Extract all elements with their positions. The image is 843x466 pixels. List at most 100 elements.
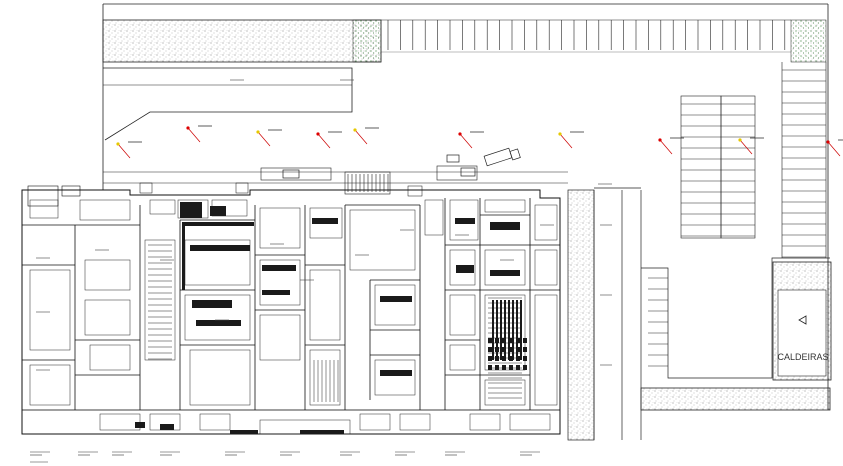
equipment-block [380,370,412,376]
marker-leader [187,127,201,143]
equipment-block [182,225,185,290]
room-outline [484,379,526,406]
equipment-block [135,422,145,428]
room-outline [309,349,341,406]
top-stipple-right [791,20,826,62]
room-outline [259,207,301,249]
service-road [103,165,568,195]
room-outline [99,413,141,431]
room-outline [374,359,416,396]
room-outline [29,269,71,351]
seat-block [516,365,520,370]
room-outline [199,413,231,431]
shelf-column [512,300,514,360]
room-outline [359,413,391,431]
shelf-column [504,300,506,360]
truck-icons [282,147,521,179]
main-building [21,182,561,435]
marker-leader [354,129,368,145]
room-outline [29,199,59,219]
equipment-block [490,222,520,230]
seat-block [495,365,499,370]
seat-block [495,356,499,361]
seat-block [509,338,513,343]
lower-parking-stalls [648,277,668,367]
seat-block [488,365,492,370]
room-outline [374,284,416,326]
marker-dot [658,138,662,142]
room-outline [79,199,131,221]
marker-leader [257,131,271,147]
seat-block [488,338,492,343]
shelf-column [500,300,502,360]
equipment-block [312,218,338,224]
top-parking-stalls [381,19,791,53]
room-outline [349,209,416,271]
caldeiras-label: CALDEIRAS [777,352,828,362]
caldeiras-room: CALDEIRAS [772,261,832,381]
seat-block [516,347,520,352]
equipment-block [455,218,475,224]
shelf-column [492,300,494,360]
equipment-block [230,430,258,434]
room-outline [424,199,444,236]
seat-block [502,365,506,370]
equipment-block [262,265,296,271]
triangle-marker-icon [798,315,807,325]
top-grass-patch-left [352,19,382,63]
seat-block [509,356,513,361]
room-outline [509,413,551,431]
equipment-block [262,290,290,295]
room-outline [29,364,71,406]
room-outline [189,349,251,406]
room-outline [449,344,476,371]
room-outline [89,344,131,371]
equipment-block [190,245,250,251]
seat-block [516,356,520,361]
equipment-block [456,265,474,273]
room-details [29,199,558,435]
shelf-column [516,300,518,360]
seat-block [523,347,527,352]
bottom-section-tags [30,451,540,463]
right-lower-stipple [640,387,831,411]
marker-dot [116,142,120,146]
marker-dot [458,132,462,136]
marker-leader [459,133,473,149]
marker-dot [738,138,742,142]
room-outline [144,239,176,361]
room-outline [184,294,251,341]
marker-dot [256,130,260,134]
marker-dot [186,126,190,130]
marker-leader [317,133,331,149]
room-outline [534,249,558,286]
seat-block [502,338,506,343]
east-road [593,187,642,440]
seat-block [523,338,527,343]
room-outline [259,314,301,361]
marker-dot [353,128,357,132]
seat-block [509,347,513,352]
seat-block [495,347,499,352]
room-outline [534,294,558,406]
equipment-block [196,320,241,326]
seat-block [502,347,506,352]
equipment-block [182,222,254,226]
equipment-block [300,430,344,434]
room-outline [484,249,526,286]
marker-leader [117,143,131,159]
room-outline [449,199,479,241]
seat-block [509,365,513,370]
equipment-block [192,300,232,308]
top-green-strip [102,19,382,63]
marker-dot [826,140,830,144]
equipment-block [210,206,226,216]
shelf-column [508,300,510,360]
interior-walls [22,198,560,410]
equipment-block [490,270,520,276]
marker-leader [827,141,841,157]
room-outline [309,207,343,239]
room-outline [449,249,476,286]
seat-block [502,356,506,361]
